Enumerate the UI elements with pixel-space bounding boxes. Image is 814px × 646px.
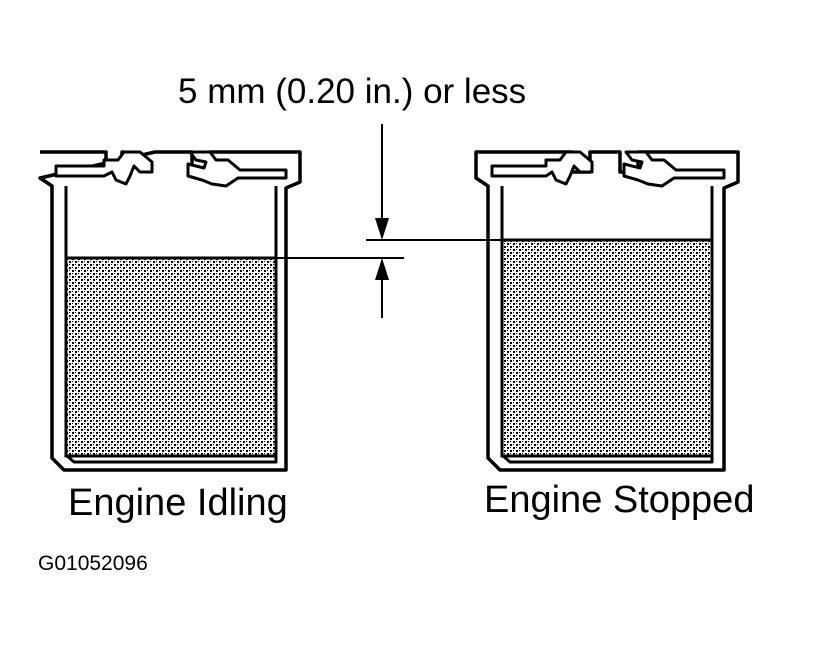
arrow-down-icon [375, 218, 389, 240]
level-difference-dimension [276, 124, 502, 318]
level-difference-label: 5 mm (0.20 in.) or less [178, 72, 526, 111]
reservoir-engine-stopped [474, 150, 740, 472]
fluid-level-idling [64, 256, 278, 458]
fluid-level-stopped [500, 238, 714, 458]
cap-clip-left [490, 150, 594, 186]
caption-engine-idling: Engine Idling [68, 482, 288, 524]
caption-engine-stopped: Engine Stopped [484, 479, 754, 521]
figure-code: G01052096 [38, 552, 148, 575]
cap-clip-left [54, 150, 154, 186]
cap-clip-right [622, 150, 726, 188]
cap-clip-right [186, 150, 288, 188]
reservoir-engine-idling [38, 150, 302, 472]
arrow-up-icon [375, 258, 389, 280]
